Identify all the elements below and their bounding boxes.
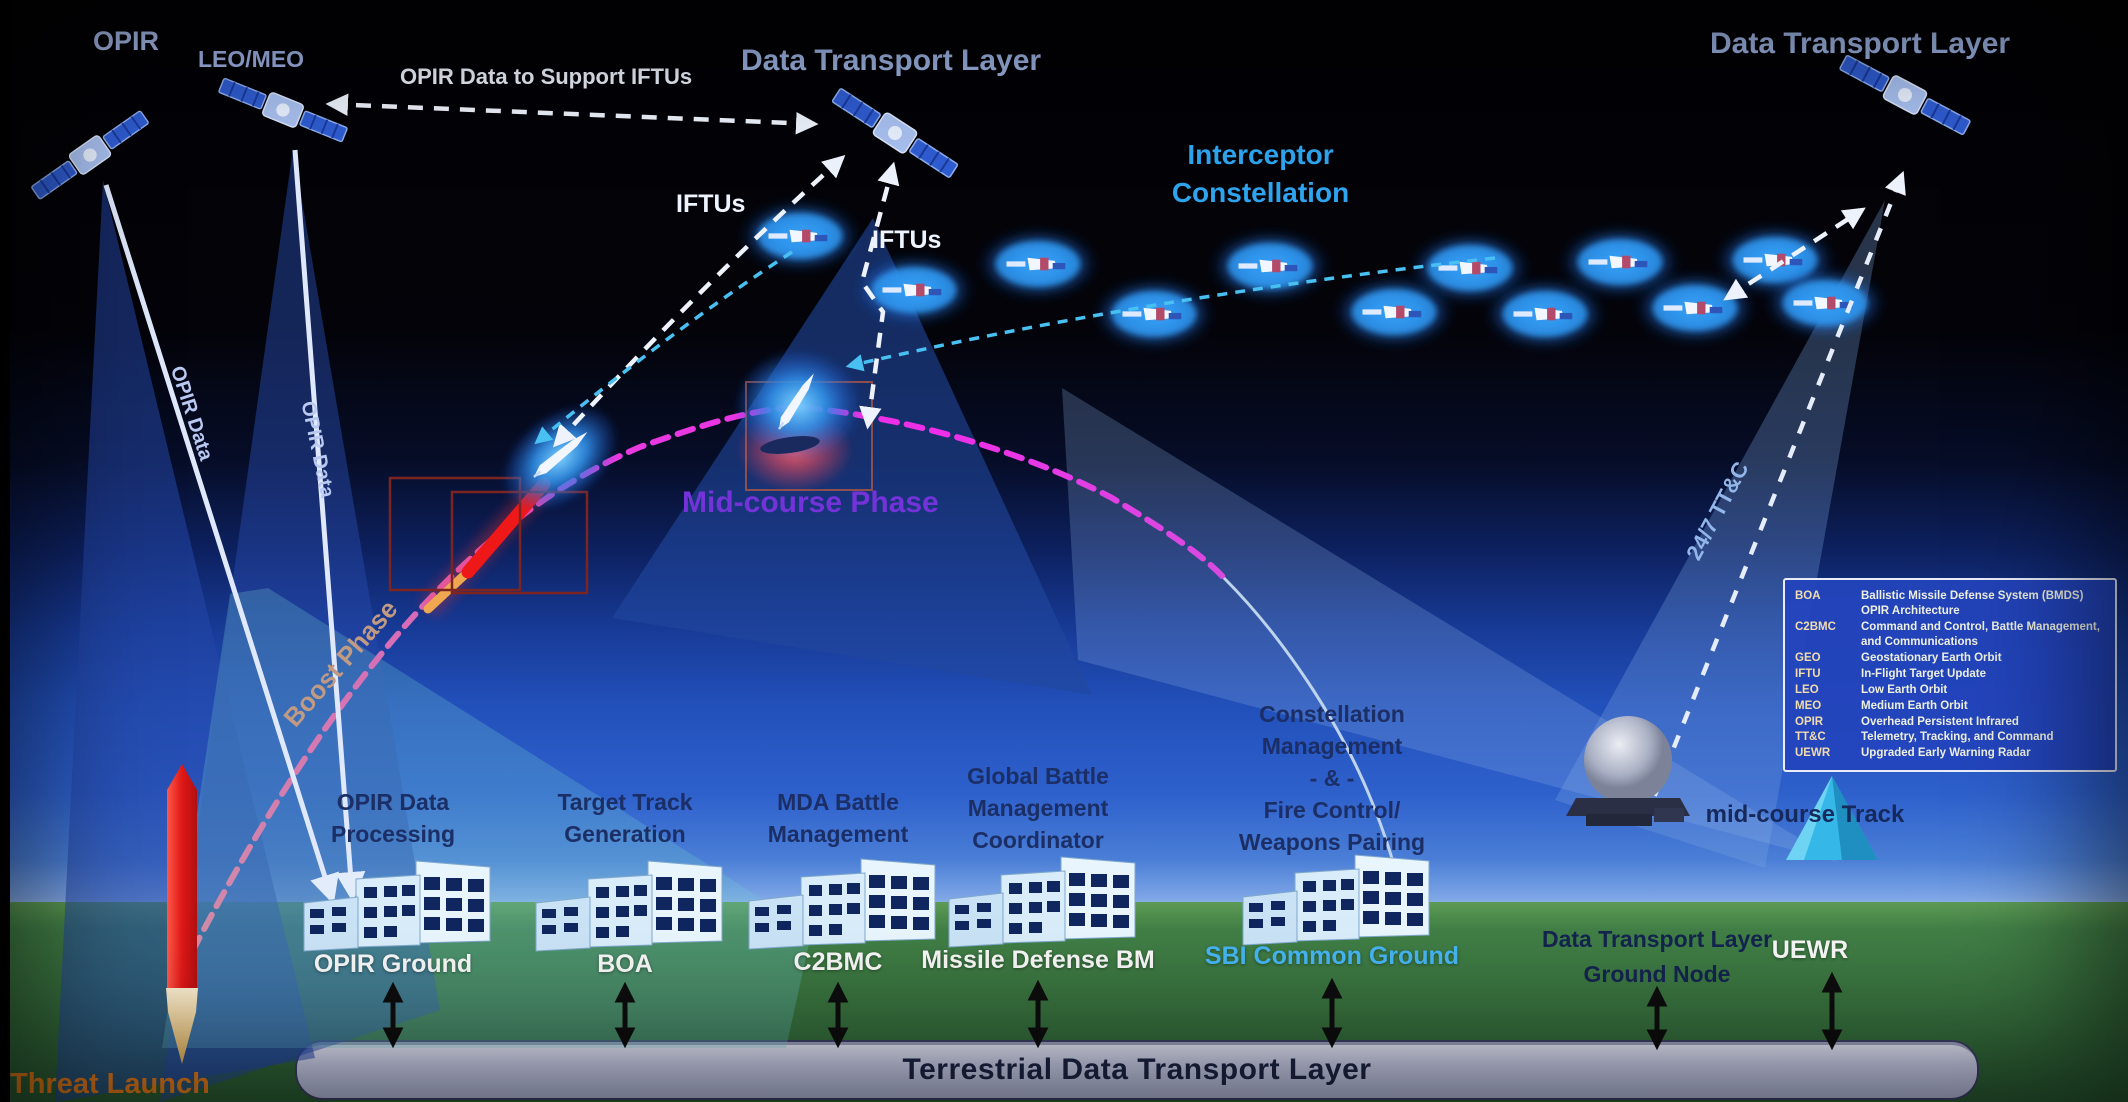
legend-definition: Geostationary Earth Orbit <box>1861 651 2002 664</box>
legend-abbr: C2BMC <box>1795 620 1836 633</box>
legend-definition: Ballistic Missile Defense System (BMDS) … <box>1861 590 2084 617</box>
iftu-arrow-midcourse <box>859 161 900 430</box>
interceptor-icon <box>856 257 972 323</box>
track-gate-1 <box>388 476 522 592</box>
legend-entry: IFTU In-Flight Target Update <box>1795 667 2107 682</box>
photo-edge <box>0 0 10 1102</box>
legend-definition: Medium Earth Orbit <box>1861 699 1968 712</box>
iftu-arrow-boost <box>552 154 846 448</box>
legend-definition: Upgraded Early Warning Radar <box>1861 747 2031 760</box>
legend-entry: OPIR Overhead Persistent Infrared <box>1795 715 2107 730</box>
radar-pyramid-icon <box>1786 776 1878 860</box>
interceptor-icon <box>980 231 1096 297</box>
dtl-right-satellite-icon <box>1836 49 1974 141</box>
building-icon <box>1242 854 1430 946</box>
threat-launch-fan <box>162 588 812 1048</box>
interceptor-icon <box>1767 270 1883 336</box>
leo-meo-satellite-icon <box>215 72 351 148</box>
interceptor-icon <box>1336 279 1452 345</box>
opir-downlink-1 <box>103 184 339 905</box>
legend-definition: Overhead Persistent Infrared <box>1861 715 2019 728</box>
building-icon <box>748 858 936 950</box>
intercept-path-boost <box>534 250 793 445</box>
threat-missile-icon <box>166 764 198 1064</box>
sensor-cones <box>55 148 1885 1102</box>
opir-support-arrow <box>325 93 819 135</box>
node-bar-arrows <box>382 971 1843 1051</box>
legend-abbr: UEWR <box>1795 747 1831 760</box>
legend-abbr: IFTU <box>1795 667 1821 680</box>
legend-entry: UEWR Upgraded Early Warning Radar <box>1795 746 2107 761</box>
legend-rows: BOA Ballistic Missile Defense System (BMD… <box>1795 589 2107 761</box>
legend-abbr: TT&C <box>1795 731 1826 744</box>
building-icon <box>948 856 1136 948</box>
interceptor-icon <box>1637 275 1753 341</box>
ttc-link <box>1641 170 1906 825</box>
interceptor-icon <box>1487 281 1603 347</box>
interceptor-icon <box>1212 233 1328 299</box>
satellites <box>27 49 1974 205</box>
dtl-center-satellite-icon <box>828 82 962 184</box>
opir-satellite-icon <box>27 105 153 205</box>
legend-entry: MEO Medium Earth Orbit <box>1795 699 2107 714</box>
legend-definition: Telemetry, Tracking, and Command <box>1861 731 2054 744</box>
legend-entry: GEO Geostationary Earth Orbit <box>1795 651 2107 666</box>
opir-downlink-2 <box>292 149 366 902</box>
interceptor-icon <box>1096 281 1212 347</box>
legend-entry: BOA Ballistic Missile Defense System (BMD… <box>1795 589 2107 619</box>
legend-definition: Command and Control, Battle Management, … <box>1861 620 2100 648</box>
legend-entry: TT&C Telemetry, Tracking, and Command <box>1795 730 2107 745</box>
intercept-path-midcourse <box>845 256 1496 372</box>
legend-abbr: LEO <box>1795 683 1819 696</box>
legend-entry: LEO Low Earth Orbit <box>1795 683 2107 698</box>
legend-definition: In-Flight Target Update <box>1861 667 1987 680</box>
comm-links <box>103 93 1906 905</box>
legend-abbr: GEO <box>1795 651 1821 664</box>
leo-meo-sensor-cone <box>160 148 440 1102</box>
legend-entry: C2BMC Command and Control, Battle Managem… <box>1795 620 2107 650</box>
legend-abbr: BOA <box>1795 590 1821 602</box>
legend-abbr: MEO <box>1795 699 1822 712</box>
ground-structures <box>166 716 1878 1064</box>
legend-definition: Low Earth Orbit <box>1861 683 1948 696</box>
legend-abbr: OPIR <box>1795 715 1824 728</box>
legend-box: BOA Ballistic Missile Defense System (BMD… <box>1783 578 2117 772</box>
terrestrial-bar-label: Terrestrial Data Transport Layer <box>902 1053 1372 1086</box>
terrestrial-data-transport-bar: Terrestrial Data Transport Layer <box>295 1040 1979 1100</box>
